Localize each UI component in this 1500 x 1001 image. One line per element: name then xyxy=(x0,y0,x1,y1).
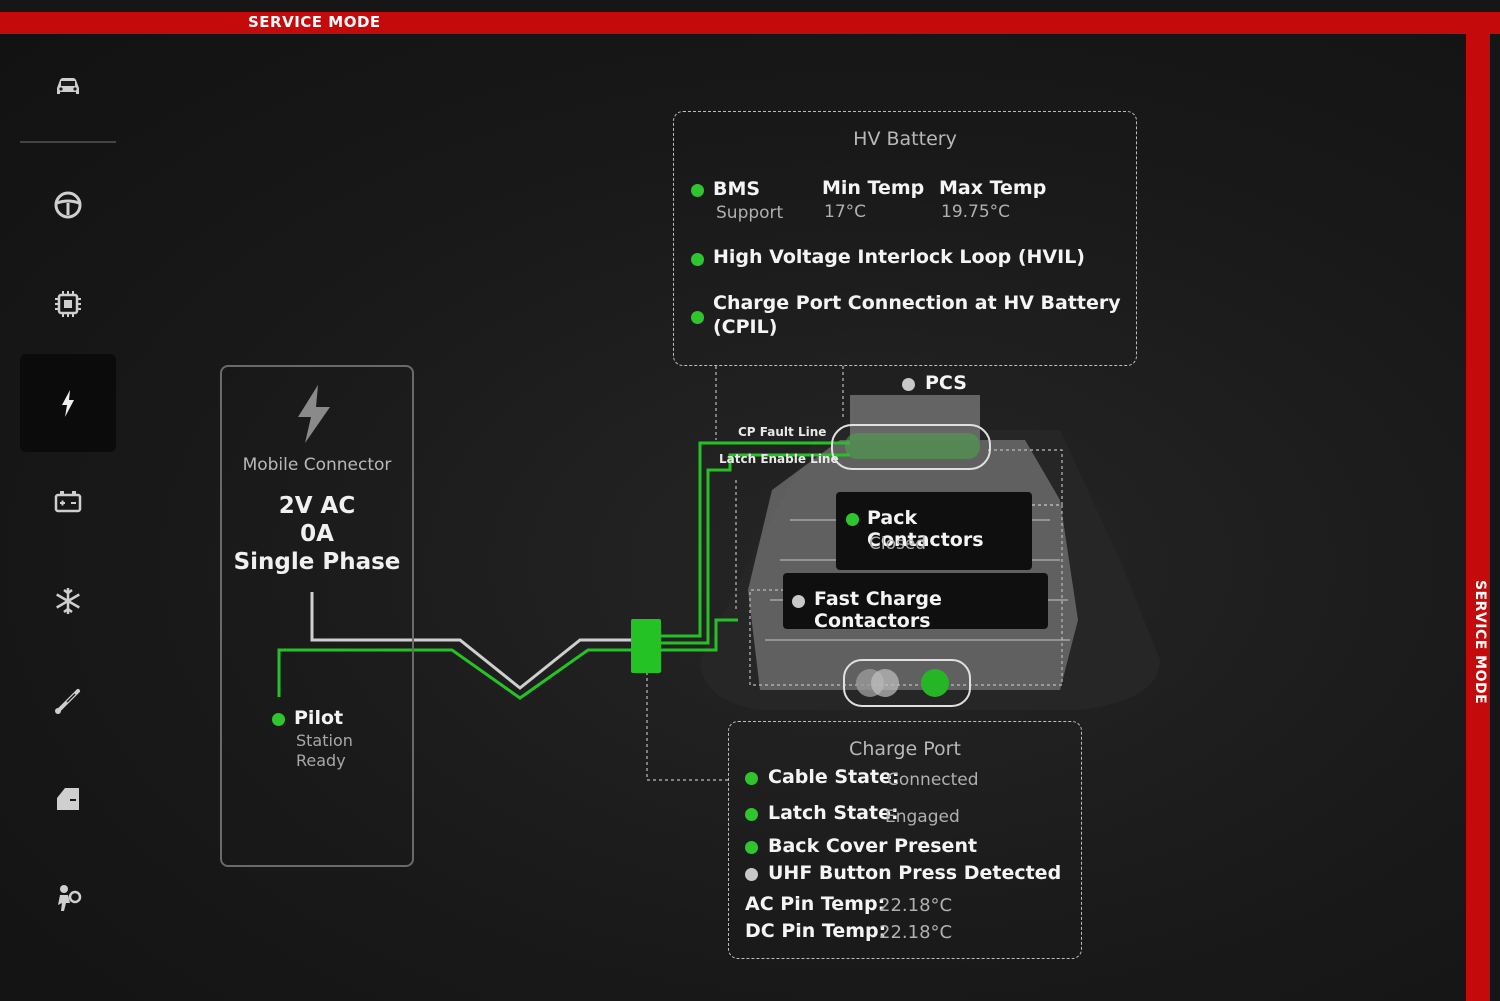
cpil-label: Charge Port Connection at HV Battery xyxy=(713,292,1121,314)
sidebar-item-charging[interactable] xyxy=(40,375,96,431)
sidebar-divider xyxy=(20,141,116,143)
sidebar-item-door[interactable] xyxy=(40,771,96,827)
cp-fault-line-label: CP Fault Line xyxy=(738,425,827,439)
service-mode-label: SERVICE MODE xyxy=(248,13,381,31)
sidebar-item-car[interactable] xyxy=(40,57,96,113)
cable-state-value: Connected xyxy=(887,770,979,790)
pilot-status-line2: Ready xyxy=(296,751,346,770)
fast-charge-contactors-dot xyxy=(792,595,805,608)
connector-title: Mobile Connector xyxy=(242,455,392,475)
connector-phase: Single Phase xyxy=(233,549,401,575)
cpil-status-dot xyxy=(691,311,704,324)
pack-contactors-dot xyxy=(846,513,859,526)
bms-status-dot xyxy=(691,184,704,197)
charge-port-panel: Charge Port Cable State: Connected Latch… xyxy=(728,721,1082,959)
back-cover-label: Back Cover Present xyxy=(768,835,978,857)
lightning-icon xyxy=(298,385,330,443)
pilot-label: Pilot xyxy=(294,707,344,729)
car-icon xyxy=(57,78,79,94)
hvil-status-dot xyxy=(691,253,704,266)
lightning-icon xyxy=(62,390,74,417)
dc-pin-temp-label: DC Pin Temp: xyxy=(745,920,887,942)
uhf-button-dot xyxy=(745,868,758,881)
cpil-label-abbrev: (CPIL) xyxy=(713,316,778,338)
wiper-icon xyxy=(55,689,80,714)
sidebar-item-steering[interactable] xyxy=(40,177,96,233)
latch-state-dot xyxy=(745,808,758,821)
hv-battery-title: HV Battery xyxy=(853,128,957,150)
hvil-label: High Voltage Interlock Loop (HVIL) xyxy=(713,246,1085,268)
battery-icon xyxy=(54,491,82,513)
door-icon xyxy=(57,788,79,810)
bms-label: BMS xyxy=(713,178,761,200)
fast-charge-contactors-label: Fast Charge Contactors xyxy=(814,588,942,632)
snowflake-icon xyxy=(56,588,80,614)
charge-port-title: Charge Port xyxy=(849,738,961,760)
sidebar-item-chip[interactable] xyxy=(40,276,96,332)
mobile-connector-panel: Mobile Connector 2V AC 0A Single Phase P… xyxy=(220,365,414,867)
cable-state-dot xyxy=(745,772,758,785)
airbag-icon xyxy=(58,885,82,911)
latch-enable-line-label: Latch Enable Line xyxy=(719,452,839,466)
service-mode-banner xyxy=(0,12,1500,34)
hv-battery-panel: HV Battery BMS Support Min Temp 17°C Max… xyxy=(673,111,1137,366)
max-temp-label: Max Temp xyxy=(939,177,1047,199)
max-temp-value: 19.75°C xyxy=(941,202,1011,222)
sidebar-item-climate[interactable] xyxy=(40,573,96,629)
fast-charge-contactors-card: Fast Charge Contactors xyxy=(783,573,1048,632)
min-temp-label: Min Temp xyxy=(822,177,925,199)
dc-pin-temp-value: 22.18°C xyxy=(879,922,953,943)
pack-contactors-card: Pack Contactors Closed xyxy=(836,492,1032,570)
sidebar-item-airbag[interactable] xyxy=(40,870,96,926)
pack-contactors-value: Closed xyxy=(869,534,927,554)
pilot-status-line1: Station xyxy=(296,731,353,750)
back-cover-dot xyxy=(745,841,758,854)
min-temp-value: 17°C xyxy=(824,202,867,222)
steering-wheel-icon xyxy=(54,191,82,219)
bms-value: Support xyxy=(716,203,784,223)
cable-state-label: Cable State: xyxy=(768,766,900,788)
uhf-button-label: UHF Button Press Detected xyxy=(768,862,1062,884)
service-screen xyxy=(0,34,1466,1001)
service-mode-side-banner xyxy=(1466,12,1490,1001)
latch-state-value: Engaged xyxy=(885,807,960,827)
connector-current: 0A xyxy=(300,521,334,547)
chip-icon xyxy=(55,291,81,317)
connector-voltage: 2V AC xyxy=(278,493,356,519)
ac-pin-temp-label: AC Pin Temp: xyxy=(745,893,886,915)
pilot-status-dot xyxy=(272,713,285,726)
pcs-status-dot xyxy=(902,378,915,391)
sidebar-item-battery[interactable] xyxy=(40,474,96,530)
ac-pin-temp-value: 22.18°C xyxy=(879,895,953,916)
pack-contactors-label: Pack Contactors xyxy=(867,507,984,551)
sidebar-item-wiper[interactable] xyxy=(40,672,96,728)
pcs-label: PCS xyxy=(925,372,967,394)
service-mode-side-label: SERVICE MODE xyxy=(1472,580,1488,705)
latch-state-label: Latch State: xyxy=(768,802,899,824)
